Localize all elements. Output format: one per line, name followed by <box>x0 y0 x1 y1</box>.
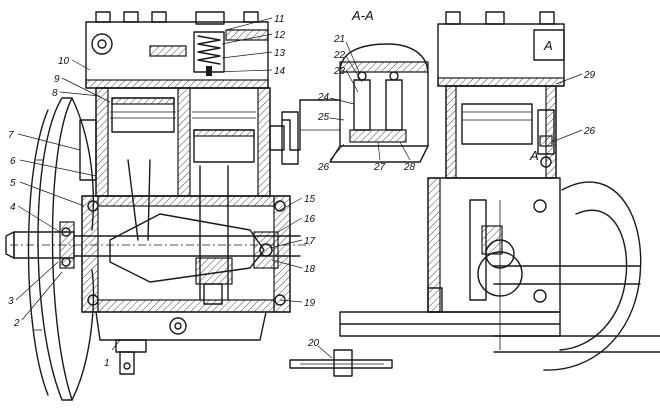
callout-20: 20 <box>307 338 320 349</box>
section-title: А-А <box>351 8 374 23</box>
cylinder-block <box>79 87 285 197</box>
callout-8: 8 <box>52 88 58 99</box>
crankcase <box>81 195 291 375</box>
cylinder-head <box>85 11 269 89</box>
callout-28: 28 <box>403 162 416 173</box>
callout-6: 6 <box>10 156 16 167</box>
callout-15: 15 <box>304 194 316 205</box>
leader-lines <box>15 17 583 359</box>
callout-29: 29 <box>583 70 596 81</box>
callout-4: 4 <box>10 202 16 213</box>
callout-24: 24 <box>317 92 330 103</box>
callout-26-left: 26 <box>317 162 330 173</box>
section-mark-a-top: А <box>543 38 553 53</box>
callout-7: 7 <box>8 130 14 141</box>
callout-21: 21 <box>333 34 345 45</box>
callout-2: 2 <box>13 318 20 329</box>
callout-12: 12 <box>274 30 286 41</box>
callout-22: 22 <box>333 50 346 61</box>
callout-numbers: 1 2 3 4 5 6 7 8 9 10 11 12 13 14 15 16 1… <box>8 14 596 369</box>
callout-26-right: 26 <box>583 126 596 137</box>
pipe-fitting-20 <box>289 349 393 377</box>
callout-1: 1 <box>104 358 110 369</box>
callout-27: 27 <box>373 162 386 173</box>
callout-19: 19 <box>304 298 316 309</box>
callout-14: 14 <box>274 66 286 77</box>
callout-10: 10 <box>58 56 70 67</box>
section-aa-detail: А-А <box>281 8 429 165</box>
section-mark-a-bottom: А <box>529 148 539 163</box>
callout-11: 11 <box>274 14 284 25</box>
callout-13: 13 <box>274 48 286 59</box>
pulley <box>27 97 95 401</box>
callout-23: 23 <box>333 66 346 77</box>
crank-mechanism <box>109 159 279 305</box>
longitudinal-section <box>5 11 310 401</box>
callout-3: 3 <box>8 296 14 307</box>
callout-17: 17 <box>304 236 316 247</box>
transverse-section: А А <box>289 11 660 377</box>
callout-16: 16 <box>304 214 316 225</box>
callout-18: 18 <box>304 264 316 275</box>
callout-5: 5 <box>10 178 16 189</box>
callout-25: 25 <box>317 112 330 123</box>
callout-9: 9 <box>54 74 60 85</box>
